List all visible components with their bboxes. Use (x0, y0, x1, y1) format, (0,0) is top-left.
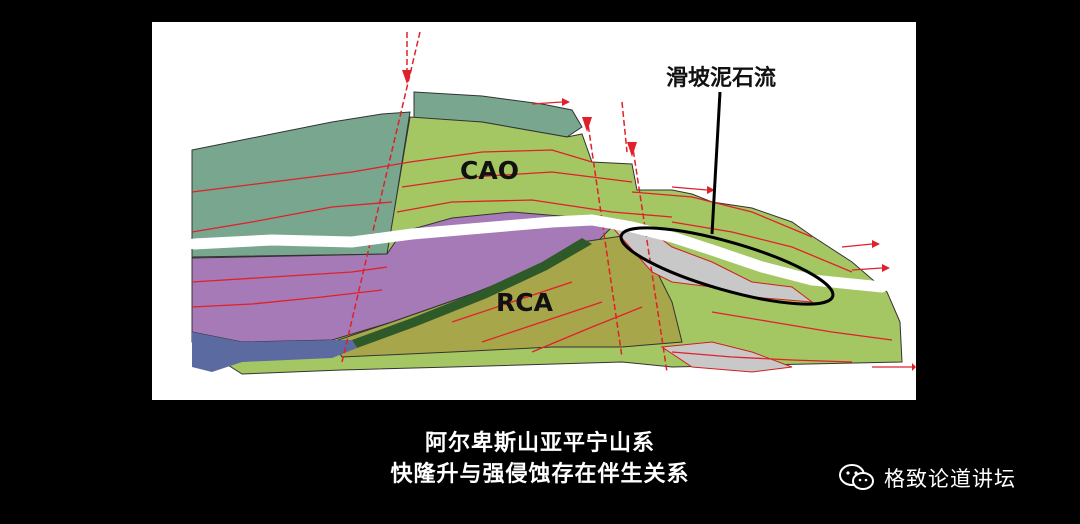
brand-name: 格致论道讲坛 (884, 467, 1016, 491)
label-rca: RCA (496, 288, 554, 317)
gray-unit (610, 226, 814, 303)
dark-green-band (352, 238, 592, 348)
caption-line-1: 阿尔卑斯山亚平宁山系 (424, 431, 655, 456)
fault-arrows (402, 70, 637, 157)
blue-gray-band (192, 332, 357, 372)
label-cao: CAO (460, 156, 519, 185)
caption-line-2: 快隆升与强侵蚀存在伴生关系 (390, 462, 690, 487)
displacement-arrowheads (562, 98, 916, 371)
displacement-arrows (531, 101, 912, 368)
landslide-ellipse (619, 226, 835, 306)
label-landslide: 滑坡泥石流 (666, 65, 776, 91)
bedding-lines (191, 149, 893, 363)
erosion-band (188, 214, 888, 293)
geologic-cross-section: CAO RCA 滑坡泥石流 (188, 31, 916, 375)
annotation-leader (710, 91, 722, 235)
diagram-panel: CAO RCA 滑坡泥石流 (152, 22, 916, 400)
brand-watermark: 格致论道讲坛 (838, 463, 1016, 493)
wechat-icon (839, 464, 874, 490)
